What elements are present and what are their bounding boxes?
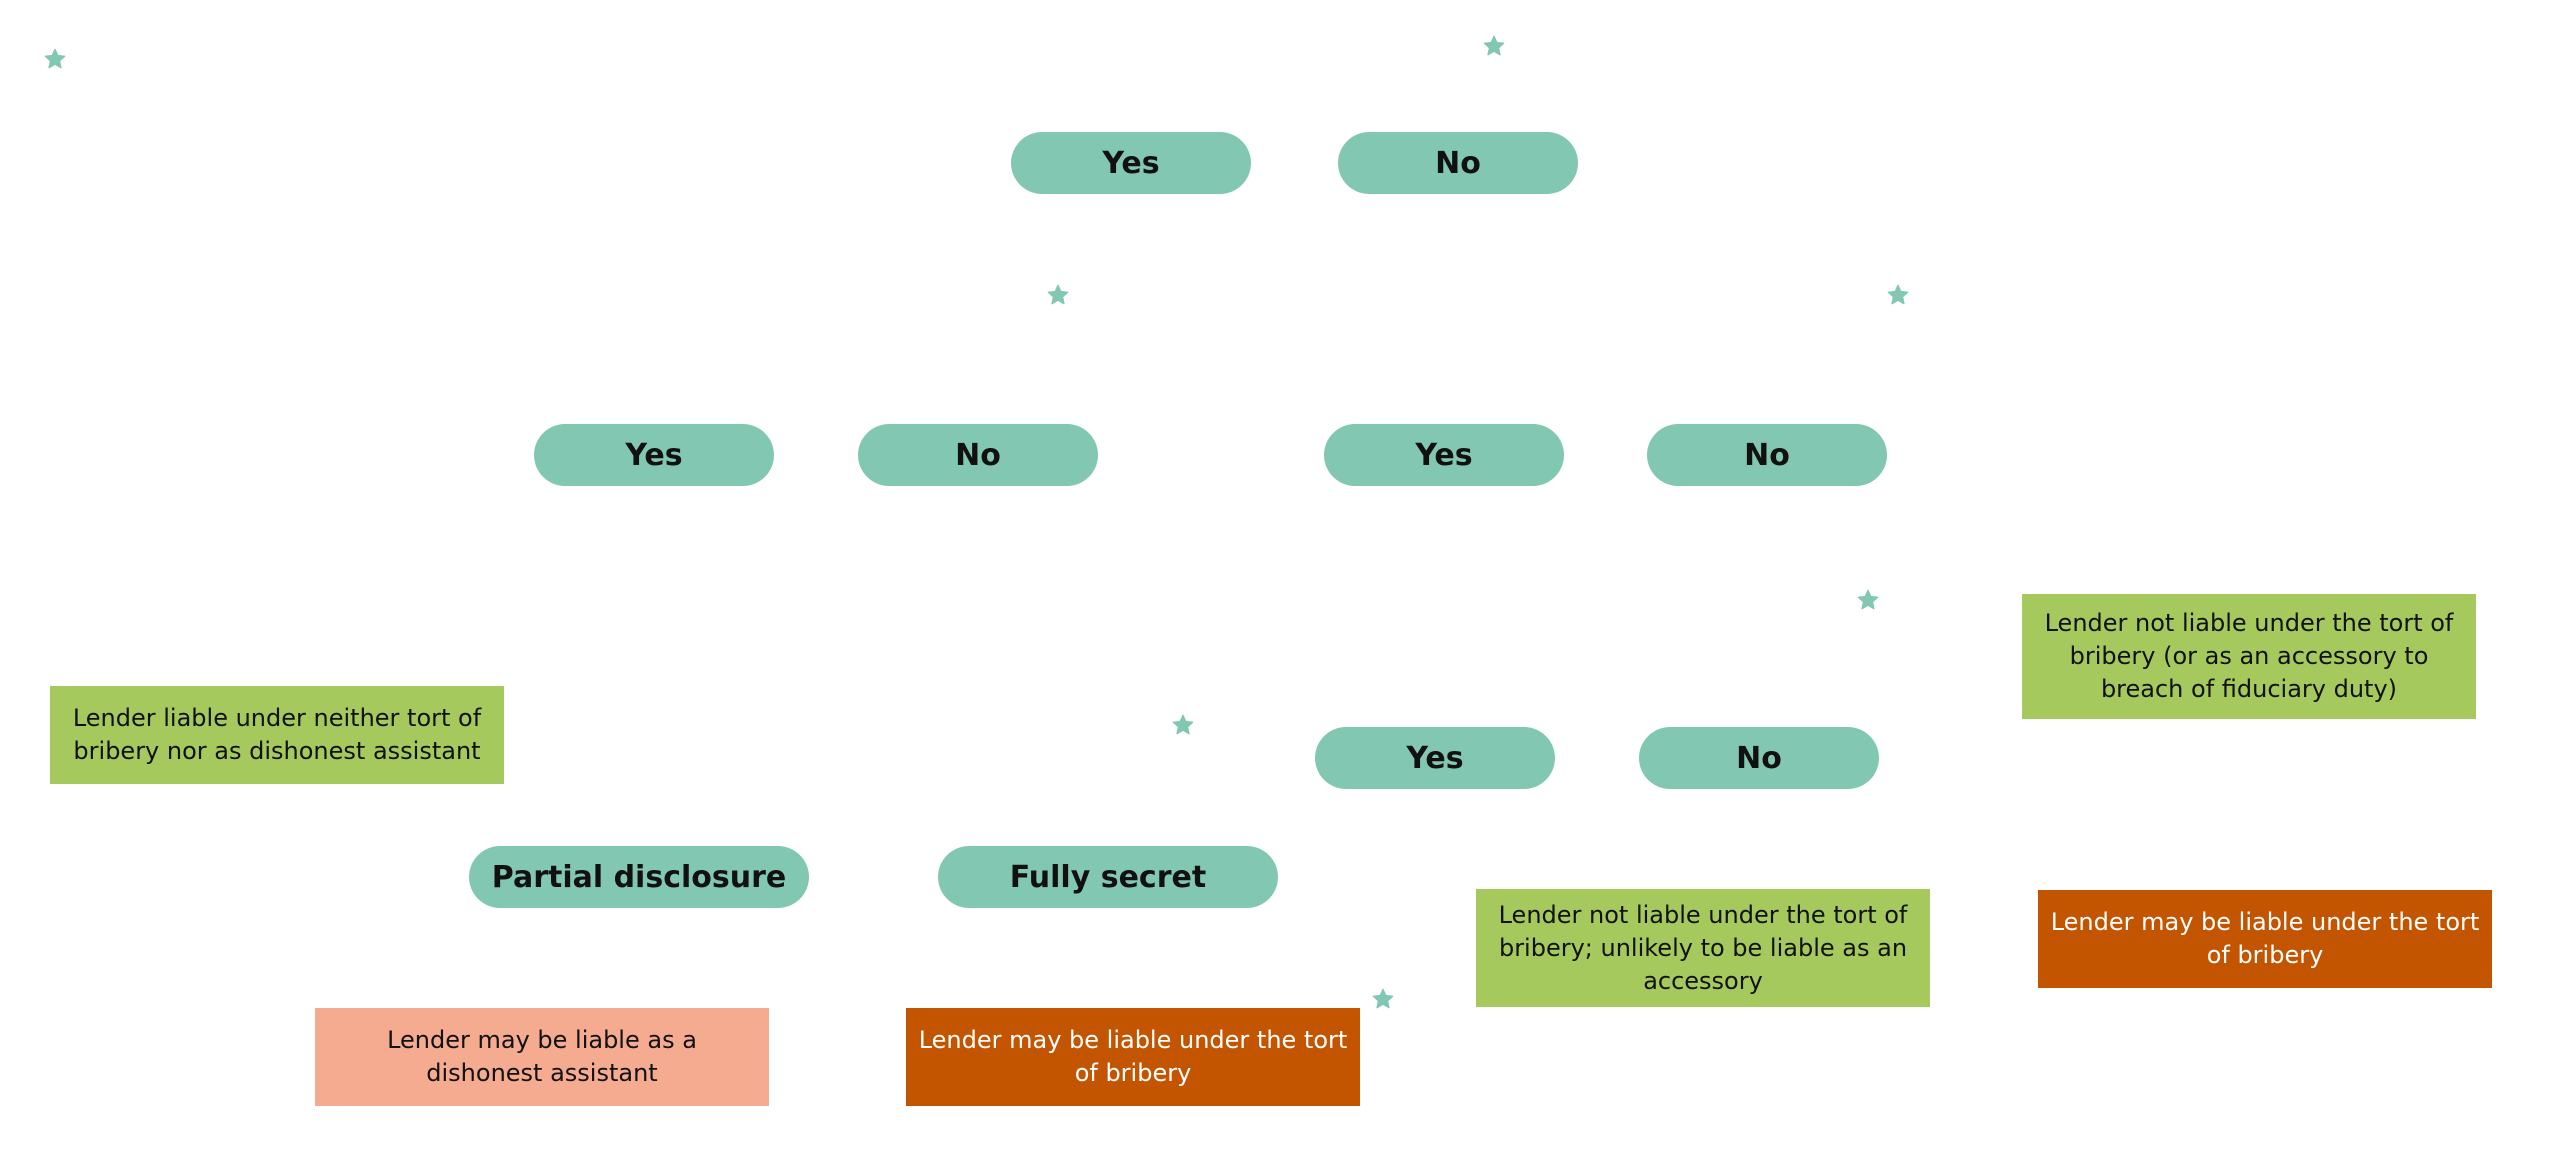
outcome-tort-left-text: Lender may be liable under the tort of b… (918, 1026, 1348, 1087)
star-icon (1372, 988, 1394, 1010)
outcome-tort-right-text: Lender may be liable under the tort of b… (2050, 908, 2480, 969)
level3-yes-button[interactable]: Yes (1315, 727, 1555, 789)
star-icon (1172, 714, 1194, 736)
level2-left-no-button[interactable]: No (858, 424, 1098, 486)
star-icon (1857, 589, 1879, 611)
outcome-not-liable-fiduciary-box: Lender not liable under the tort of brib… (2022, 594, 2476, 719)
star-icon (44, 48, 66, 70)
outcome-dishonest-assistant-text: Lender may be liable as a dishonest assi… (387, 1026, 697, 1087)
level3-no-label: No (1736, 740, 1782, 776)
star-icon (1047, 284, 1069, 306)
fully-secret-label: Fully secret (1009, 859, 1207, 895)
level2-right-yes-label: Yes (1415, 437, 1473, 473)
outcome-tort-right-box: Lender may be liable under the tort of b… (2038, 890, 2492, 988)
fully-secret-button[interactable]: Fully secret (938, 846, 1278, 908)
level2-left-yes-label: Yes (625, 437, 683, 473)
outcome-not-liable-fiduciary-text: Lender not liable under the tort of brib… (2044, 609, 2454, 703)
level2-left-no-label: No (955, 437, 1001, 473)
outcome-dishonest-assistant-box: Lender may be liable as a dishonest assi… (315, 1008, 769, 1106)
level1-no-button[interactable]: No (1338, 132, 1578, 194)
outcome-not-liable-unlikely-text: Lender not liable under the tort of brib… (1498, 900, 1908, 995)
partial-disclosure-label: Partial disclosure (491, 859, 787, 895)
level1-no-label: No (1435, 145, 1481, 181)
star-icon (1483, 35, 1505, 57)
level1-yes-button[interactable]: Yes (1011, 132, 1251, 194)
outcome-not-liable-unlikely-box: Lender not liable under the tort of brib… (1476, 889, 1930, 1007)
star-icon (1887, 284, 1909, 306)
level2-right-no-label: No (1744, 437, 1790, 473)
level3-yes-label: Yes (1406, 740, 1464, 776)
level1-yes-label: Yes (1102, 145, 1160, 181)
level2-left-yes-button[interactable]: Yes (534, 424, 774, 486)
level3-no-button[interactable]: No (1639, 727, 1879, 789)
outcome-neither-box: Lender liable under neither tort of brib… (50, 686, 504, 784)
outcome-neither-text: Lender liable under neither tort of brib… (72, 704, 482, 765)
outcome-tort-left-box: Lender may be liable under the tort of b… (906, 1008, 1360, 1106)
level2-right-yes-button[interactable]: Yes (1324, 424, 1564, 486)
level2-right-no-button[interactable]: No (1647, 424, 1887, 486)
partial-disclosure-button[interactable]: Partial disclosure (469, 846, 809, 908)
